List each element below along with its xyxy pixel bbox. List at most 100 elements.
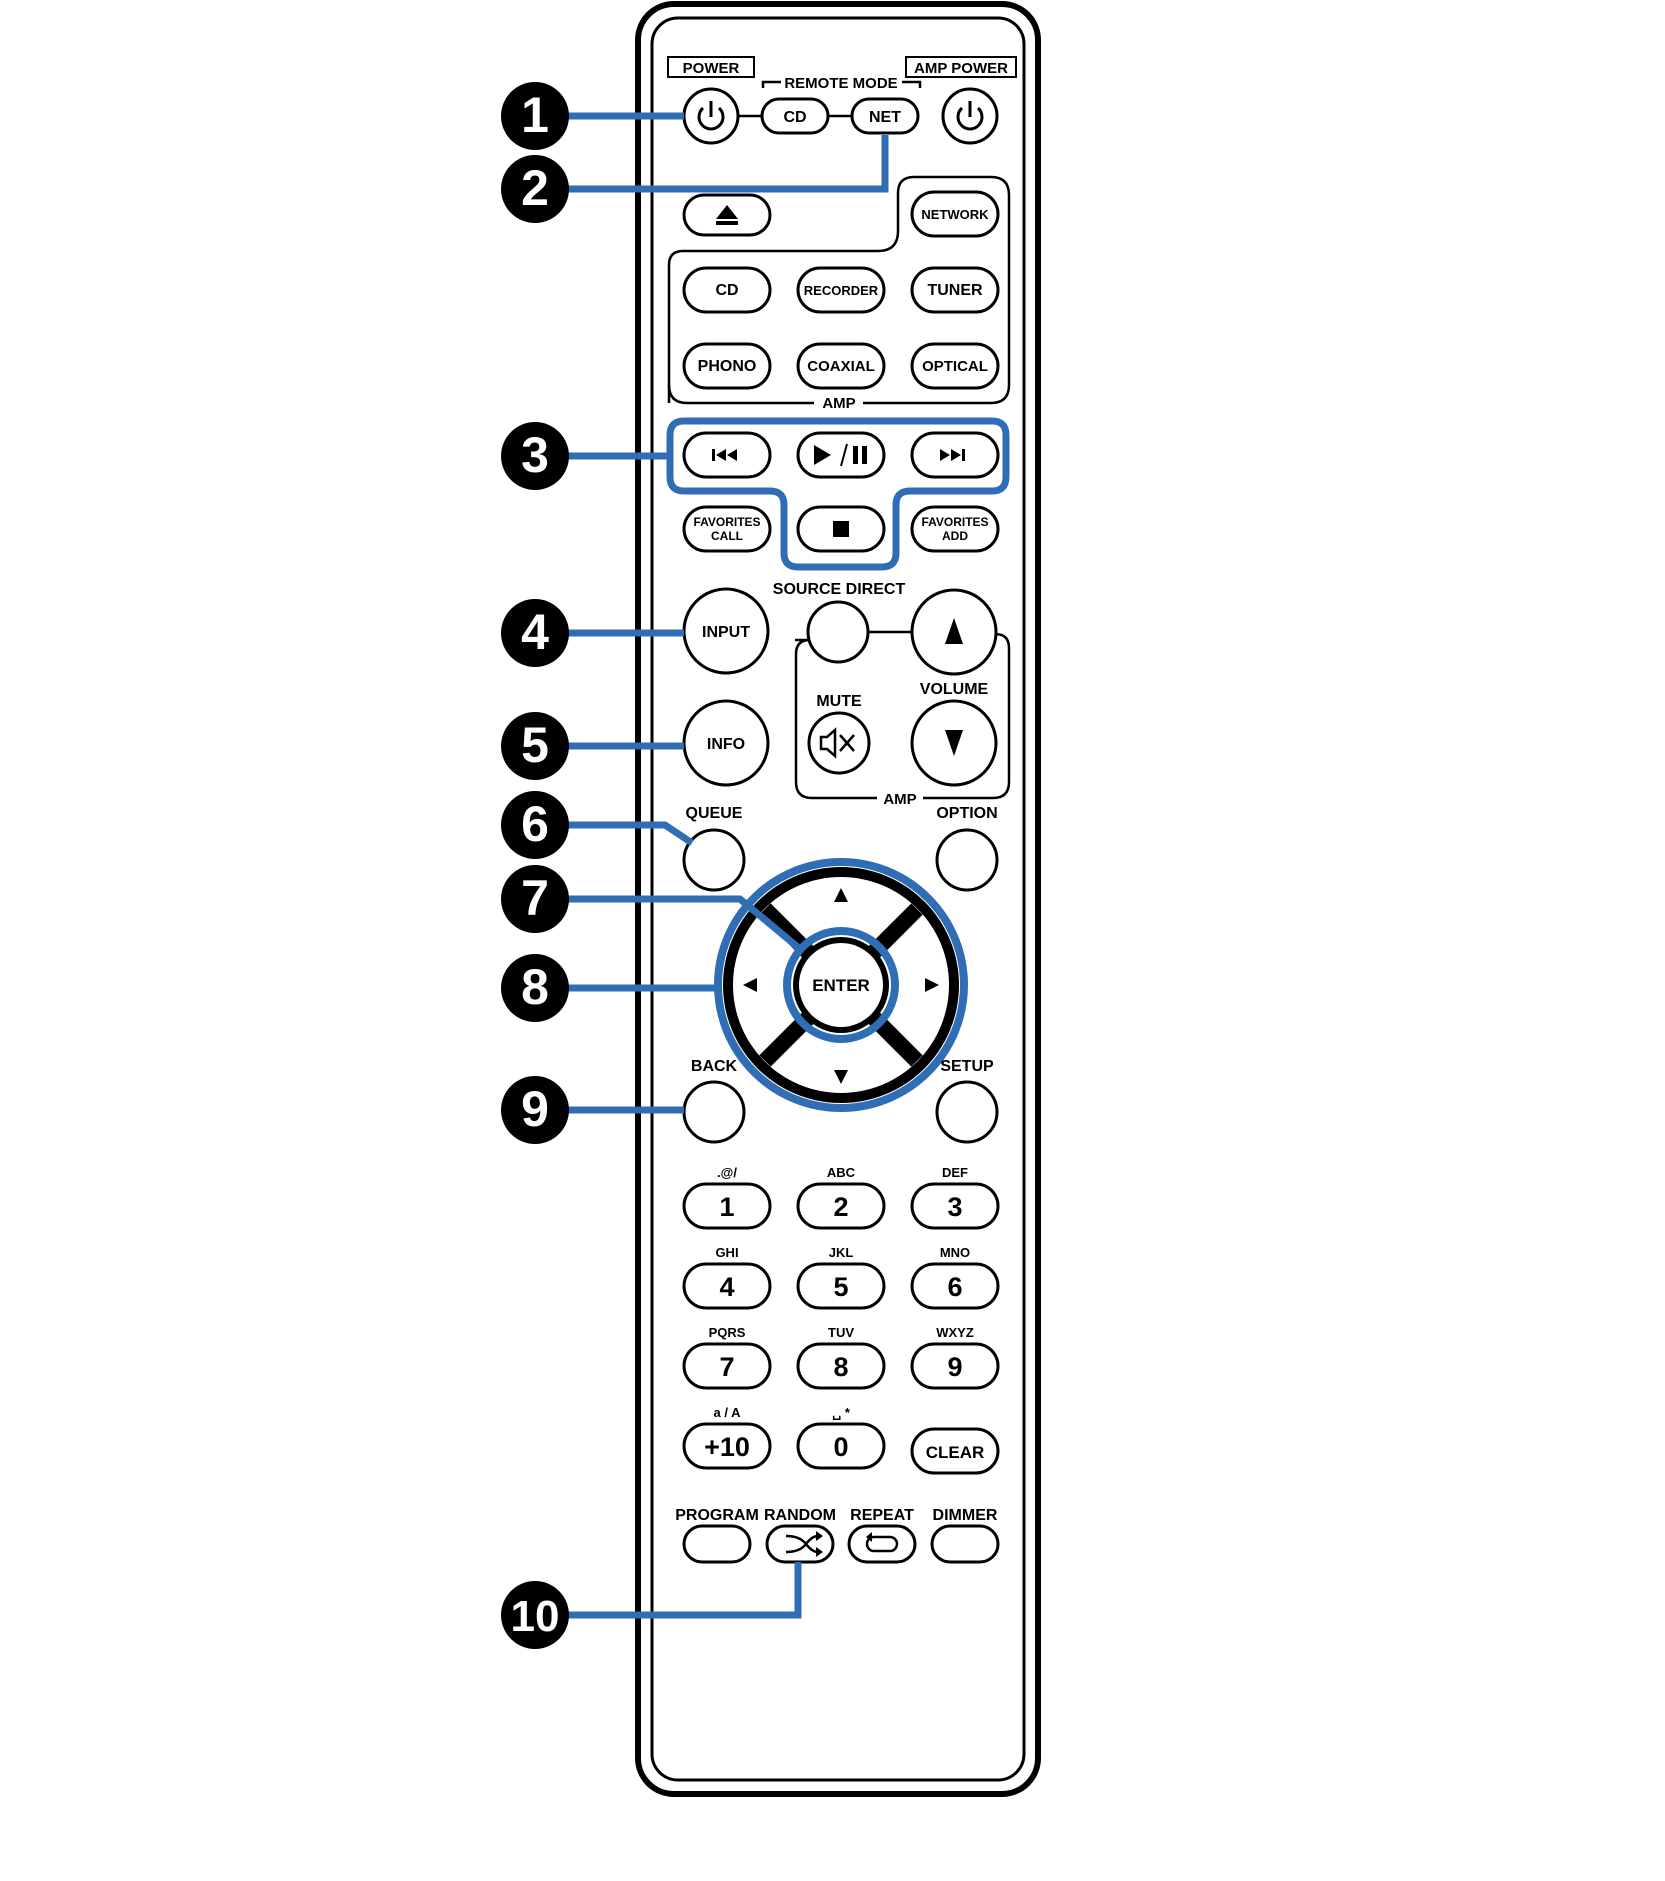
remote-mode-cd-button[interactable]: CD — [760, 97, 830, 135]
keypad-number: 7 — [719, 1352, 734, 1382]
callout-marker — [501, 1076, 569, 1144]
power-label: POWER — [683, 60, 740, 77]
info-button[interactable]: INFO — [682, 699, 770, 787]
input-button[interactable]: INPUT — [682, 587, 770, 675]
amp-power-label-box — [905, 56, 1017, 78]
coaxial-button[interactable]: COAXIAL — [796, 342, 886, 390]
tuner-label: TUNER — [927, 282, 983, 299]
optical-button[interactable]: OPTICAL — [910, 342, 1000, 390]
power-button[interactable] — [682, 87, 740, 145]
option-label: OPTION — [936, 805, 997, 822]
clear-button[interactable]: CLEAR — [910, 1427, 1000, 1475]
remote-mode-net-button[interactable]: NET — [850, 97, 920, 135]
keypad-button-3[interactable]: 3 DEF — [910, 1165, 1000, 1230]
keypad-letters: WXYZ — [936, 1325, 974, 1340]
repeat-button[interactable] — [847, 1524, 917, 1564]
play-pause-button[interactable] — [796, 431, 886, 479]
cursor-down-icon[interactable] — [834, 1070, 848, 1084]
back-button[interactable] — [682, 1080, 746, 1144]
callout-7: 7 — [501, 865, 569, 933]
cursor-left-icon[interactable] — [743, 978, 757, 992]
play-pause-icon — [814, 443, 867, 467]
callout-number: 8 — [521, 959, 549, 1015]
recorder-label: RECORDER — [804, 283, 879, 298]
keypad-letters: PQRS — [709, 1325, 746, 1340]
callout-6: 6 — [501, 791, 569, 859]
network-button[interactable]: NETWORK — [910, 190, 1000, 238]
favorites-add-button[interactable]: FAVORITES ADD — [910, 505, 1000, 553]
callout-number: 10 — [511, 1592, 560, 1641]
keypad-button-0[interactable]: 0␣ * — [796, 1405, 886, 1470]
volume-label: VOLUME — [920, 681, 989, 698]
amp-power-label: AMP POWER — [914, 60, 1008, 77]
callout-number: 6 — [521, 796, 549, 852]
callout-marker — [501, 155, 569, 223]
eject-button[interactable] — [682, 193, 772, 237]
cursor-up-icon[interactable] — [834, 888, 848, 902]
phono-button[interactable]: PHONO — [682, 342, 772, 390]
amp-source-group-outline — [667, 175, 1011, 405]
eject-icon — [716, 205, 738, 219]
callout-1: 1 — [501, 82, 569, 150]
keypad-number: 3 — [947, 1192, 962, 1222]
keypad-letters: ␣ * — [832, 1405, 851, 1420]
keypad-number: 5 — [833, 1272, 848, 1302]
volume-down-button[interactable] — [910, 699, 998, 787]
keypad-button-+10[interactable]: +10a / A — [682, 1405, 772, 1470]
speaker-mute-icon — [819, 727, 855, 759]
previous-track-button[interactable] — [682, 431, 772, 479]
callout-marker — [501, 82, 569, 150]
program-button[interactable] — [682, 1524, 752, 1564]
keypad-letters: JKL — [829, 1245, 854, 1260]
source-direct-button[interactable] — [806, 600, 870, 664]
recorder-button[interactable]: RECORDER — [796, 266, 886, 314]
keypad-number: 9 — [947, 1352, 962, 1382]
favorites-call-button[interactable]: FAVORITES CALL — [682, 505, 772, 553]
keypad-number: 6 — [947, 1272, 962, 1302]
repeat-label: REPEAT — [850, 1507, 914, 1524]
callout-5: 5 — [501, 712, 569, 780]
keypad-letters: DEF — [942, 1165, 968, 1180]
network-label: NETWORK — [921, 207, 989, 222]
keypad-button-7[interactable]: 7 PQRS — [682, 1325, 772, 1390]
source-direct-label: SOURCE DIRECT — [773, 581, 906, 598]
next-track-button[interactable] — [910, 431, 1000, 479]
callout-line-2 — [565, 135, 889, 193]
random-button[interactable] — [765, 1524, 835, 1564]
shuffle-icon — [785, 1531, 823, 1557]
keypad-letters: a / A — [714, 1405, 742, 1420]
setup-button[interactable] — [935, 1080, 999, 1144]
cursor-right-icon[interactable] — [925, 978, 939, 992]
amp-group-label: AMP — [822, 395, 855, 412]
stop-icon — [833, 521, 849, 537]
keypad-button-9[interactable]: 9 WXYZ — [910, 1325, 1000, 1390]
callout-marker — [501, 1581, 569, 1649]
keypad-button-5[interactable]: 5 JKL — [796, 1245, 886, 1310]
callout-number: 4 — [521, 604, 549, 660]
mute-button[interactable] — [807, 711, 871, 775]
stop-button[interactable] — [796, 505, 886, 553]
enter-button[interactable]: ENTER — [793, 937, 889, 1033]
callout-marker — [501, 865, 569, 933]
option-button[interactable] — [935, 828, 999, 892]
callout-number: 2 — [521, 160, 549, 216]
arrow-up-icon — [945, 618, 963, 644]
callout-line-7 — [565, 895, 803, 952]
dimmer-label: DIMMER — [933, 1507, 998, 1524]
queue-button[interactable] — [682, 828, 746, 892]
next-track-icon — [940, 449, 965, 461]
tuner-button[interactable]: TUNER — [910, 266, 1000, 314]
cd-button[interactable]: CD — [682, 266, 772, 314]
transport-highlight — [666, 417, 1010, 571]
amp-power-button[interactable] — [941, 87, 999, 145]
volume-up-button[interactable] — [910, 588, 998, 676]
keypad-button-1[interactable]: 1.@/ — [682, 1165, 772, 1230]
dimmer-button[interactable] — [930, 1524, 1000, 1564]
